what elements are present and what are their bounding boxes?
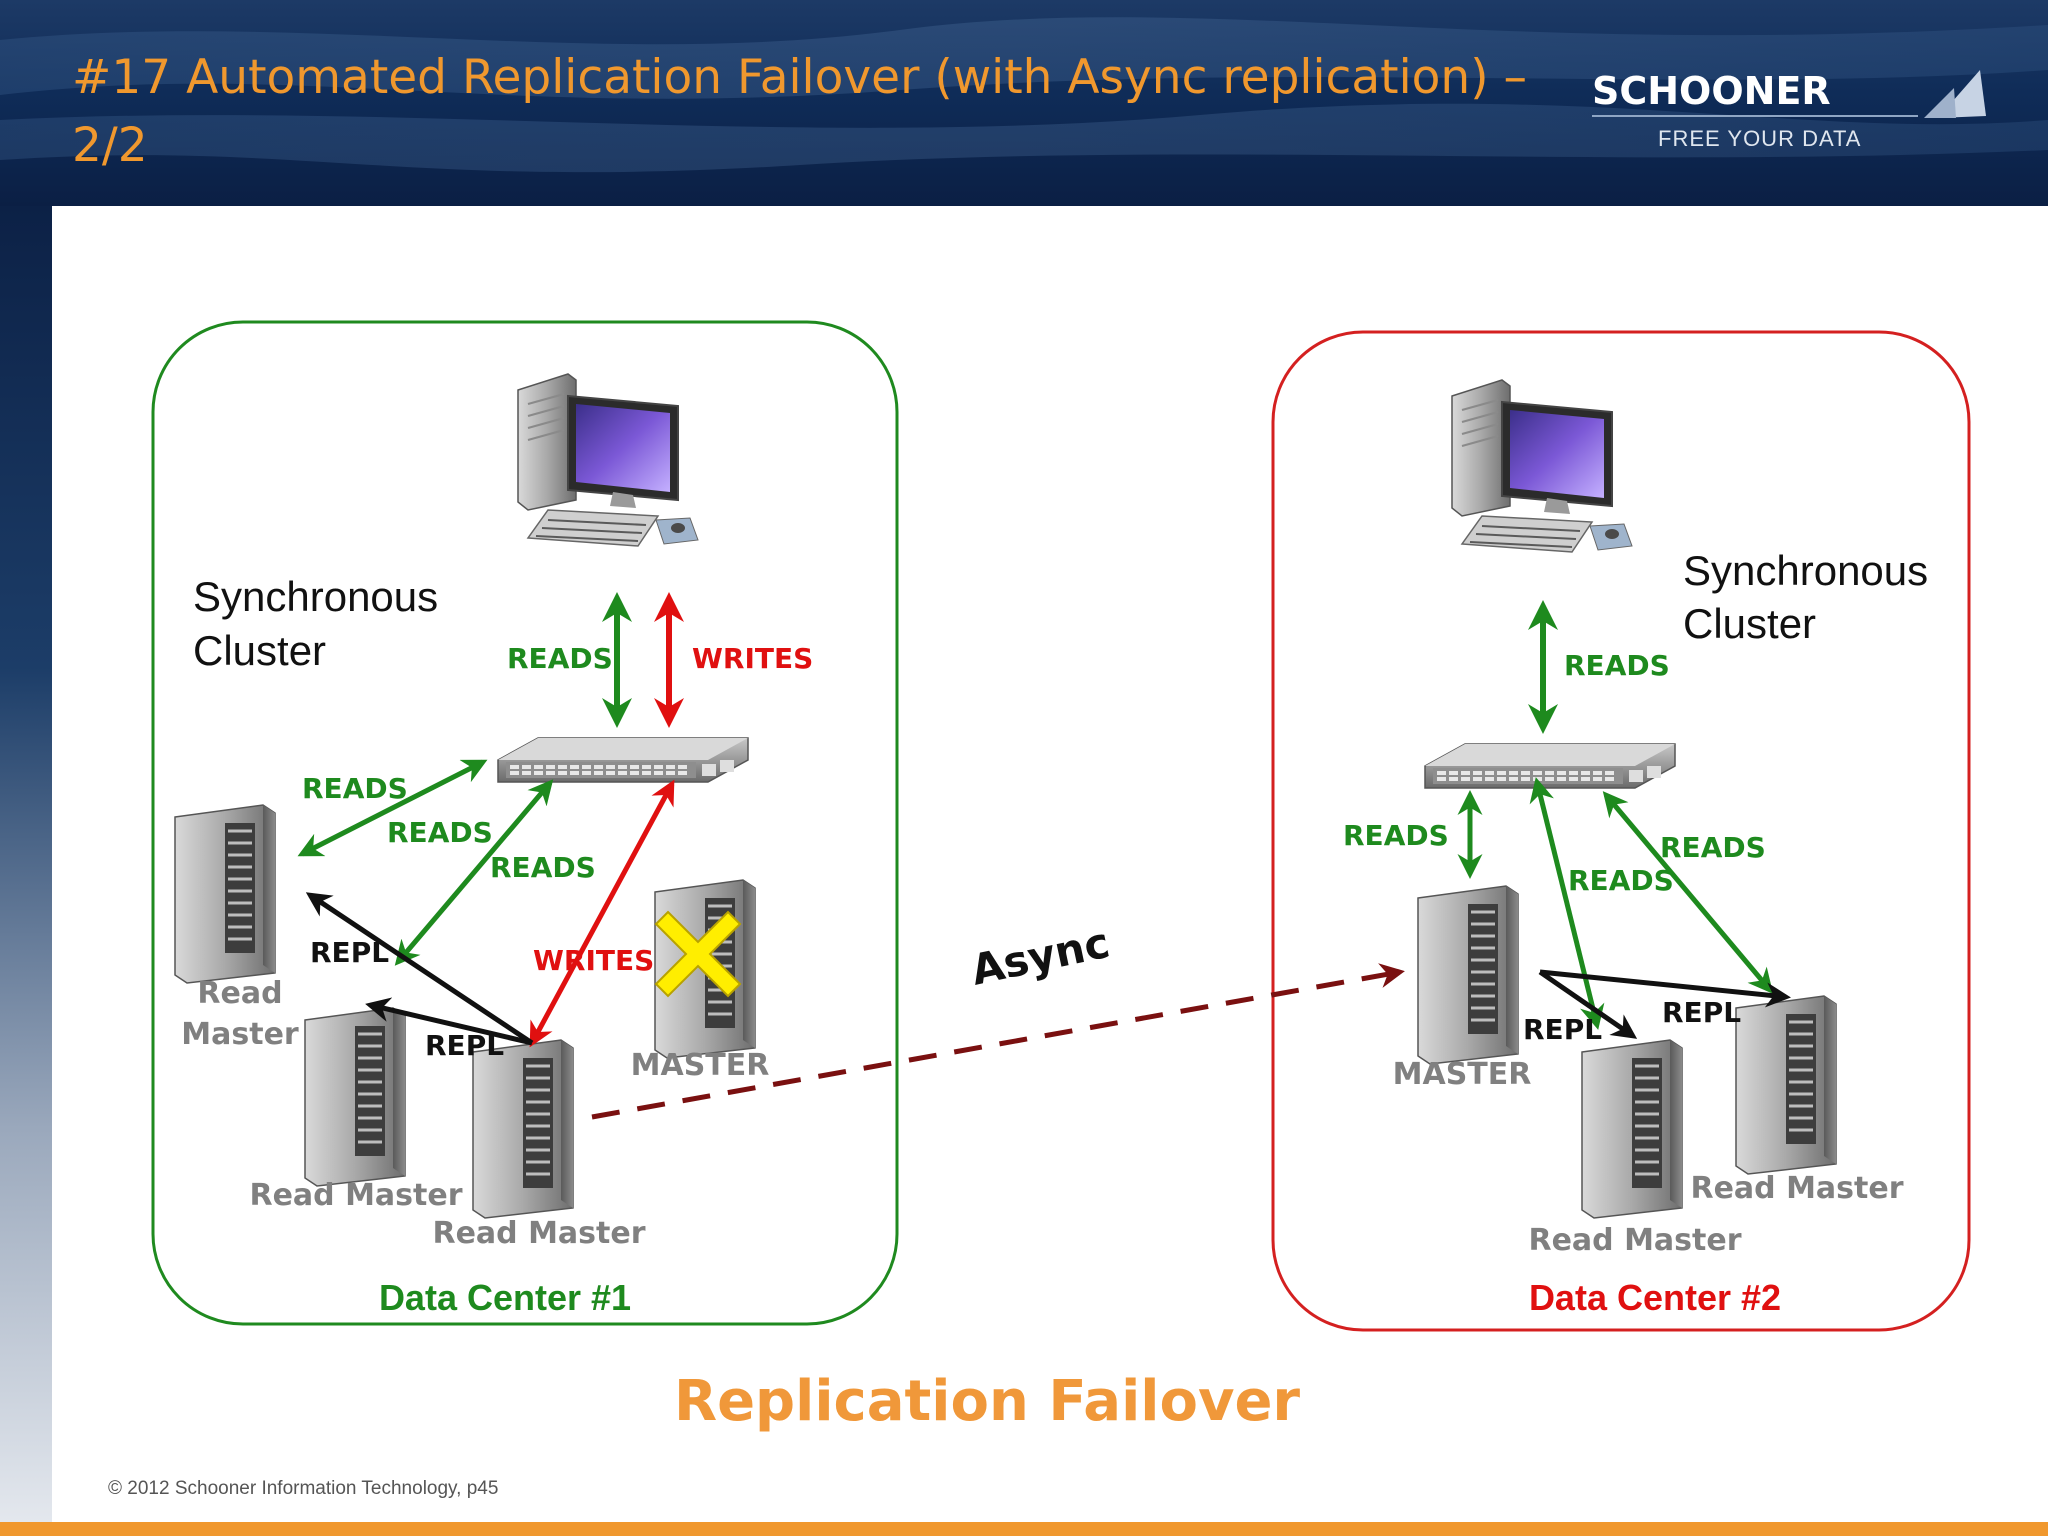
dc2-title: Data Center #2 [1529, 1277, 1781, 1318]
dc1-failed-master-label: MASTER [631, 1048, 770, 1083]
dc1-cluster-label-line1: Synchronous [193, 573, 438, 620]
client-workstation-dc2 [1451, 379, 1633, 553]
dc1-repl-label-b: REPL [425, 1029, 504, 1062]
data-center-2-boundary [1271, 330, 1971, 1332]
server-read-master-dc2-b [1734, 994, 1838, 1176]
dc2-cluster-label-line2: Cluster [1683, 600, 1816, 647]
dc1-reads-arrow-b [394, 779, 554, 966]
dc1-reads-label-b: READS [387, 816, 493, 849]
dc1-repl-label-a: REPL [310, 936, 389, 969]
dc1-server-a-label-line1: Read [197, 976, 282, 1011]
server-read-master-dc1-c [471, 1038, 575, 1220]
dc1-server-a-label-line2: Master [181, 1017, 299, 1052]
failure-x-icon [654, 910, 742, 998]
dc1-cluster-label-line2: Cluster [193, 627, 326, 674]
dc2-reads-label-a: READS [1343, 819, 1449, 852]
schooner-logo: SCHOONER FREE YOUR DATA [1592, 69, 1986, 151]
client-workstation-dc1 [517, 373, 699, 547]
dc2-reads-arrow-c [1602, 791, 1774, 994]
logo-tagline: FREE YOUR DATA [1658, 126, 1861, 151]
server-read-master-dc1-a [173, 803, 277, 985]
dc1-repl-arrow-b [365, 997, 533, 1046]
network-switch-dc1 [497, 737, 749, 783]
dc2-repl-arrow-a [1538, 969, 1638, 1039]
dc2-reads-label-b: READS [1568, 864, 1674, 897]
async-label: Async [967, 918, 1114, 995]
dc1-reads-arrow-a [297, 759, 488, 857]
dc1-server-b-label: Read Master [249, 1178, 462, 1213]
server-read-master-dc2-a [1580, 1038, 1684, 1220]
dc2-reads-arrow-b [1529, 777, 1605, 1030]
dc1-server-c-label: Read Master [432, 1216, 645, 1251]
data-center-1-boundary [151, 320, 899, 1326]
dc1-writes-server-label: WRITES [533, 944, 654, 977]
dc1-reads-label-a: READS [302, 772, 408, 805]
slide-caption: Replication Failover [674, 1369, 1300, 1434]
footer-copyright: © 2012 Schooner Information Technology, … [108, 1478, 499, 1499]
dc1-client-writes-label: WRITES [692, 642, 813, 675]
dc2-client-reads-label: READS [1564, 649, 1670, 682]
dc2-repl-label-b: REPL [1662, 996, 1741, 1029]
dc1-title: Data Center #1 [379, 1277, 631, 1318]
dc1-reads-label-c: READS [490, 851, 596, 884]
dc2-reads-label-c: READS [1660, 831, 1766, 864]
dc2-cluster-label-line1: Synchronous [1683, 547, 1928, 594]
dc1-writes-arrow-server [529, 779, 675, 1048]
logo-name: SCHOONER [1592, 69, 1831, 113]
dc1-client-reads-label: READS [507, 642, 613, 675]
dc2-master-label: MASTER [1393, 1057, 1532, 1092]
network-switch-dc2 [1424, 743, 1676, 789]
dc2-server-b-label: Read Master [1690, 1171, 1903, 1206]
dc2-repl-label-a: REPL [1523, 1013, 1602, 1046]
slide-title: #17 Automated Replication Failover (with… [72, 50, 1527, 173]
server-read-master-dc1-b [303, 1006, 407, 1188]
dc2-server-a-label: Read Master [1528, 1223, 1741, 1258]
server-master-dc2 [1416, 884, 1520, 1066]
dc1-repl-arrow-a [305, 892, 534, 1046]
dc2-repl-arrow-b [1539, 969, 1791, 1008]
